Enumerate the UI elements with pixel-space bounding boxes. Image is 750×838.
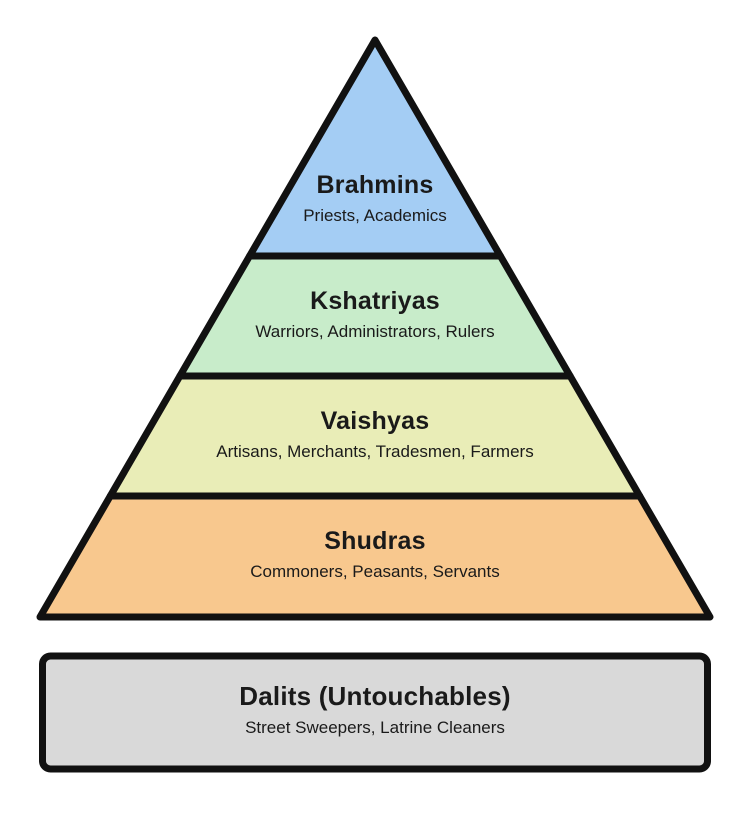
tier-title-vaishyas: Vaishyas [320, 407, 430, 435]
tier-label-shudras: Shudras Commoners, Peasants, Servants [0, 526, 750, 584]
tier-description-kshatriyas: Warriors, Administrators, Rulers [255, 322, 495, 341]
tier-shape-shudras [36, 492, 714, 621]
tier-title-shudras: Shudras [324, 527, 426, 555]
tier-shape-dalits [39, 652, 711, 773]
tier-label-kshatriyas: Kshatriyas Warriors, Administrators, Rul… [0, 286, 750, 344]
tier-label-dalits: Dalits (Untouchables) Street Sweepers, L… [0, 680, 750, 740]
tier-description-shudras: Commoners, Peasants, Servants [250, 562, 500, 581]
tier-label-brahmins: Brahmins Priests, Academics [0, 170, 750, 228]
tier-title-brahmins: Brahmins [316, 171, 434, 199]
tier-label-vaishyas: Vaishyas Artisans, Merchants, Tradesmen,… [0, 406, 750, 464]
tier-description-dalits: Street Sweepers, Latrine Cleaners [245, 718, 505, 737]
tier-title-kshatriyas: Kshatriyas [310, 287, 440, 315]
tier-title-dalits: Dalits (Untouchables) [239, 681, 511, 711]
tier-description-brahmins: Priests, Academics [303, 206, 447, 225]
tier-description-vaishyas: Artisans, Merchants, Tradesmen, Farmers [216, 442, 534, 461]
